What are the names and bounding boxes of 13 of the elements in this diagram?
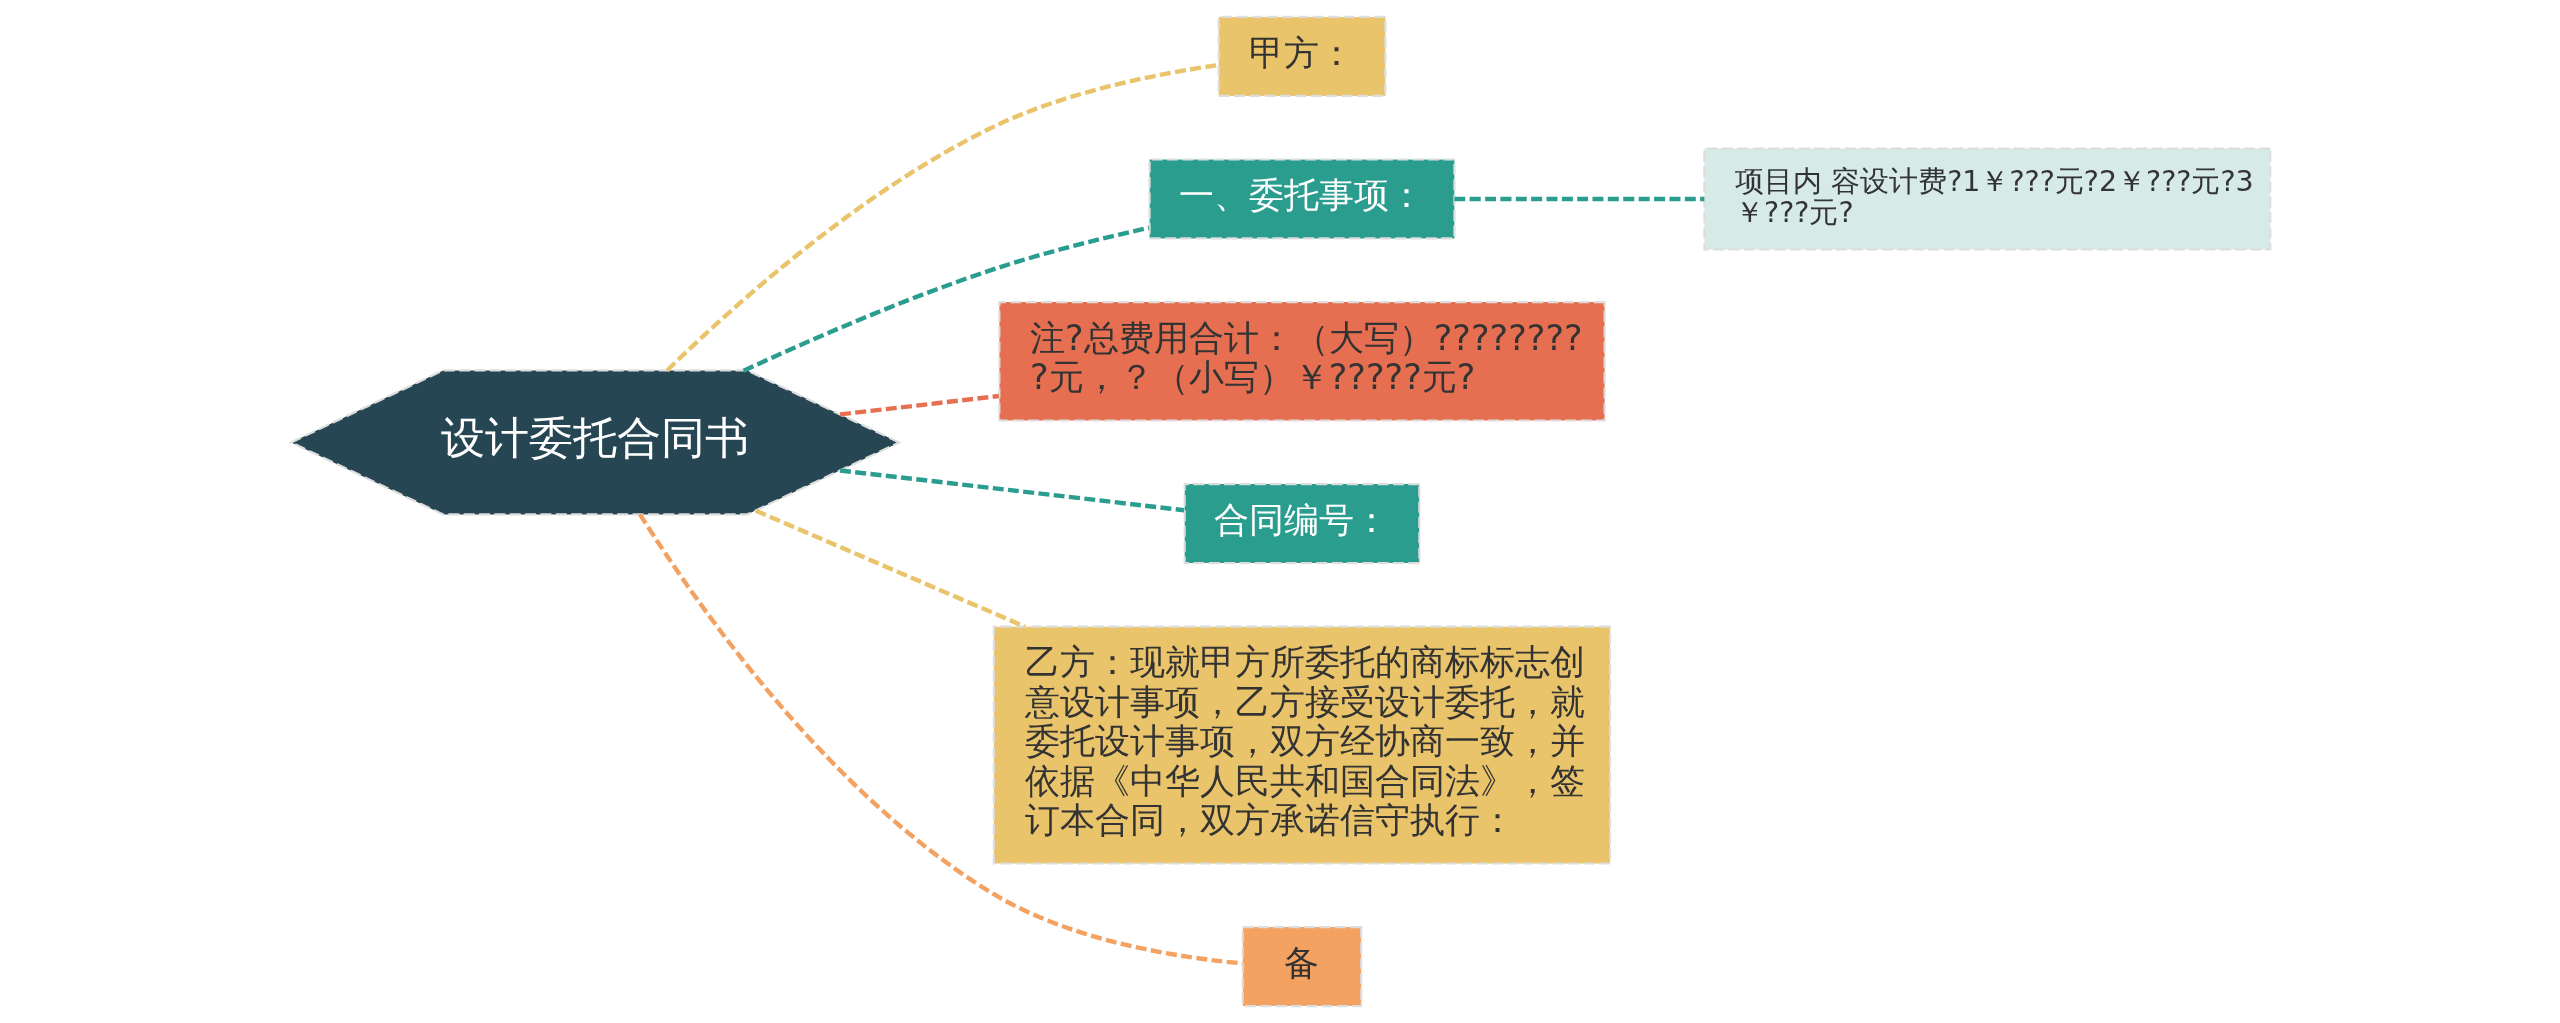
connector [839,393,999,417]
connector [1453,196,1704,202]
connector [665,62,1219,372]
node-box: 项目内 容设计费?1￥???元?2￥???元?3￥???元? [1702,147,2271,251]
node-box: 一、委托事项： [1148,158,1455,240]
connector [742,225,1149,373]
node-box: 乙方：现就甲方所委托的商标标志创意设计事项，乙方接受设计委托，就委托设计事项，双方经协商一致，并依据《中华人民共和国合同法》，签订本合同，双方承诺信守执行： [992,625,1611,865]
connector [754,508,1025,629]
node-box: 注?总费用合计：（大写）?????????元，？（小写）￥?????元? [997,300,1606,422]
node-box: 备 [1241,926,1362,1008]
node-box: 合同编号： [1183,483,1420,565]
node-box: 甲方： [1217,15,1386,97]
connector [839,468,1184,513]
